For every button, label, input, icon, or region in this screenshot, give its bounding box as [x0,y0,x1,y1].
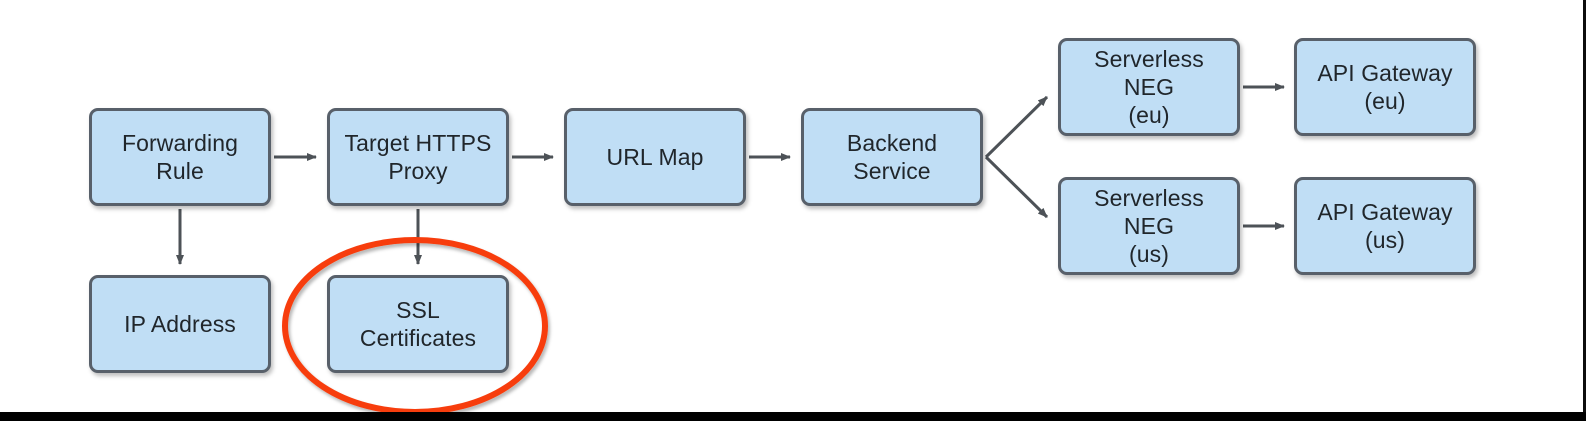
node-backend-service[interactable]: Backend Service [801,108,983,206]
node-serverless-neg-us-label: Serverless NEG (us) [1094,184,1204,268]
capture-frame-bottom-edge [0,412,1586,421]
node-ip-address-label: IP Address [124,310,236,337]
node-serverless-neg-eu-label: Serverless NEG (eu) [1094,45,1204,129]
node-ssl-certificates[interactable]: SSL Certificates [327,275,509,373]
node-url-map[interactable]: URL Map [564,108,746,206]
node-ssl-certificates-label: SSL Certificates [359,296,477,351]
edge-backend-service-to-serverless-neg-eu [984,95,1049,159]
node-forwarding-rule[interactable]: Forwarding Rule [89,108,271,206]
node-api-gateway-us[interactable]: API Gateway (us) [1294,177,1476,275]
node-serverless-neg-us[interactable]: Serverless NEG (us) [1058,177,1240,275]
node-ip-address[interactable]: IP Address [89,275,271,373]
node-forwarding-rule-label: Forwarding Rule [121,129,239,184]
node-backend-service-label: Backend Service [846,129,938,184]
edge-backend-service-to-serverless-neg-us [984,155,1049,219]
node-api-gateway-eu[interactable]: API Gateway (eu) [1294,38,1476,136]
node-serverless-neg-eu[interactable]: Serverless NEG (eu) [1058,38,1240,136]
node-url-map-label: URL Map [606,143,704,170]
node-target-https-proxy-label: Target HTTPS Proxy [344,129,492,184]
capture-frame-right-edge [1583,0,1586,421]
node-api-gateway-eu-label: API Gateway (eu) [1317,59,1453,114]
node-target-https-proxy[interactable]: Target HTTPS Proxy [327,108,509,206]
node-api-gateway-us-label: API Gateway (us) [1317,198,1453,253]
